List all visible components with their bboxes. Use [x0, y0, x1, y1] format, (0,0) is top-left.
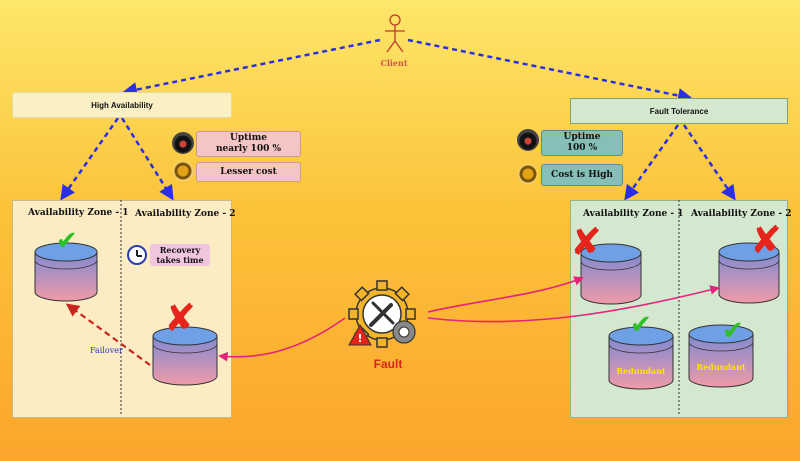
ha-zone-divider — [120, 200, 122, 416]
database-cylinder — [608, 326, 674, 390]
cross-icon: ✘ — [164, 296, 196, 340]
ft-uptime-badge: Uptime 100 % — [541, 130, 623, 156]
database-cylinder — [34, 242, 98, 302]
ha-zone2-title: Availability Zone - 2 — [135, 209, 236, 219]
ft-redundant-label-1: Redundant — [616, 366, 666, 376]
fault-to-ft-zone1-arrow — [427, 276, 584, 313]
database-cylinder — [718, 242, 780, 304]
svg-text:!: ! — [357, 332, 362, 345]
high-availability-title: High Availability — [12, 92, 232, 118]
ft-redundant-label-2: Redundant — [696, 362, 746, 372]
database-cylinder — [580, 243, 642, 305]
clock-icon — [127, 245, 147, 265]
check-icon: ✔ — [630, 310, 652, 340]
ha-cost-text: Lesser cost — [220, 166, 277, 177]
ha-zone1-title: Availability Zone - 1 — [28, 208, 129, 218]
ha-cost-badge: Lesser cost — [196, 162, 301, 182]
ha-uptime-badge: Uptime nearly 100 % — [196, 131, 301, 157]
ft-to-zone1-arrow — [624, 124, 680, 201]
ft-zone-divider — [678, 200, 680, 416]
client-icon — [385, 14, 405, 53]
fault-to-ft-zone2-arrow — [427, 285, 720, 323]
check-icon: ✔ — [56, 226, 78, 256]
client-to-ft-arrow — [407, 38, 693, 103]
coin-icon — [518, 164, 538, 184]
cross-icon: ✘ — [570, 220, 602, 264]
coin-icon — [173, 161, 193, 181]
client-label: Client — [380, 58, 408, 68]
ft-to-zone2-arrow — [682, 124, 736, 201]
cross-icon: ✘ — [750, 218, 782, 262]
ft-uptime-text: Uptime 100 % — [563, 132, 601, 153]
ft-cost-badge: Cost is High — [541, 164, 623, 186]
fault-tolerance-title: Fault Tolerance — [570, 98, 788, 124]
fault-label: Fault — [373, 357, 403, 371]
uptime-gauge-icon — [517, 129, 539, 151]
recovery-note: Recovery takes time — [150, 244, 210, 266]
database-cylinder — [688, 324, 754, 388]
uptime-gauge-icon — [172, 132, 194, 154]
check-icon: ✔ — [722, 316, 744, 346]
ft-cost-text: Cost is High — [551, 169, 613, 180]
ha-uptime-text: Uptime nearly 100 % — [215, 133, 282, 154]
ha-to-zone1-arrow — [60, 117, 120, 201]
database-cylinder — [152, 326, 218, 386]
ft-zone2-title: Availability Zone - 2 — [691, 209, 792, 219]
ha-to-zone2-arrow — [120, 117, 174, 201]
failover-label: Failover — [90, 346, 123, 355]
fault-gear-icon: ! — [348, 280, 416, 348]
ft-zone1-title: Availability Zone - 1 — [583, 209, 684, 219]
fault-to-ha-arrow — [218, 317, 346, 362]
client-to-ha-arrow — [122, 38, 381, 97]
